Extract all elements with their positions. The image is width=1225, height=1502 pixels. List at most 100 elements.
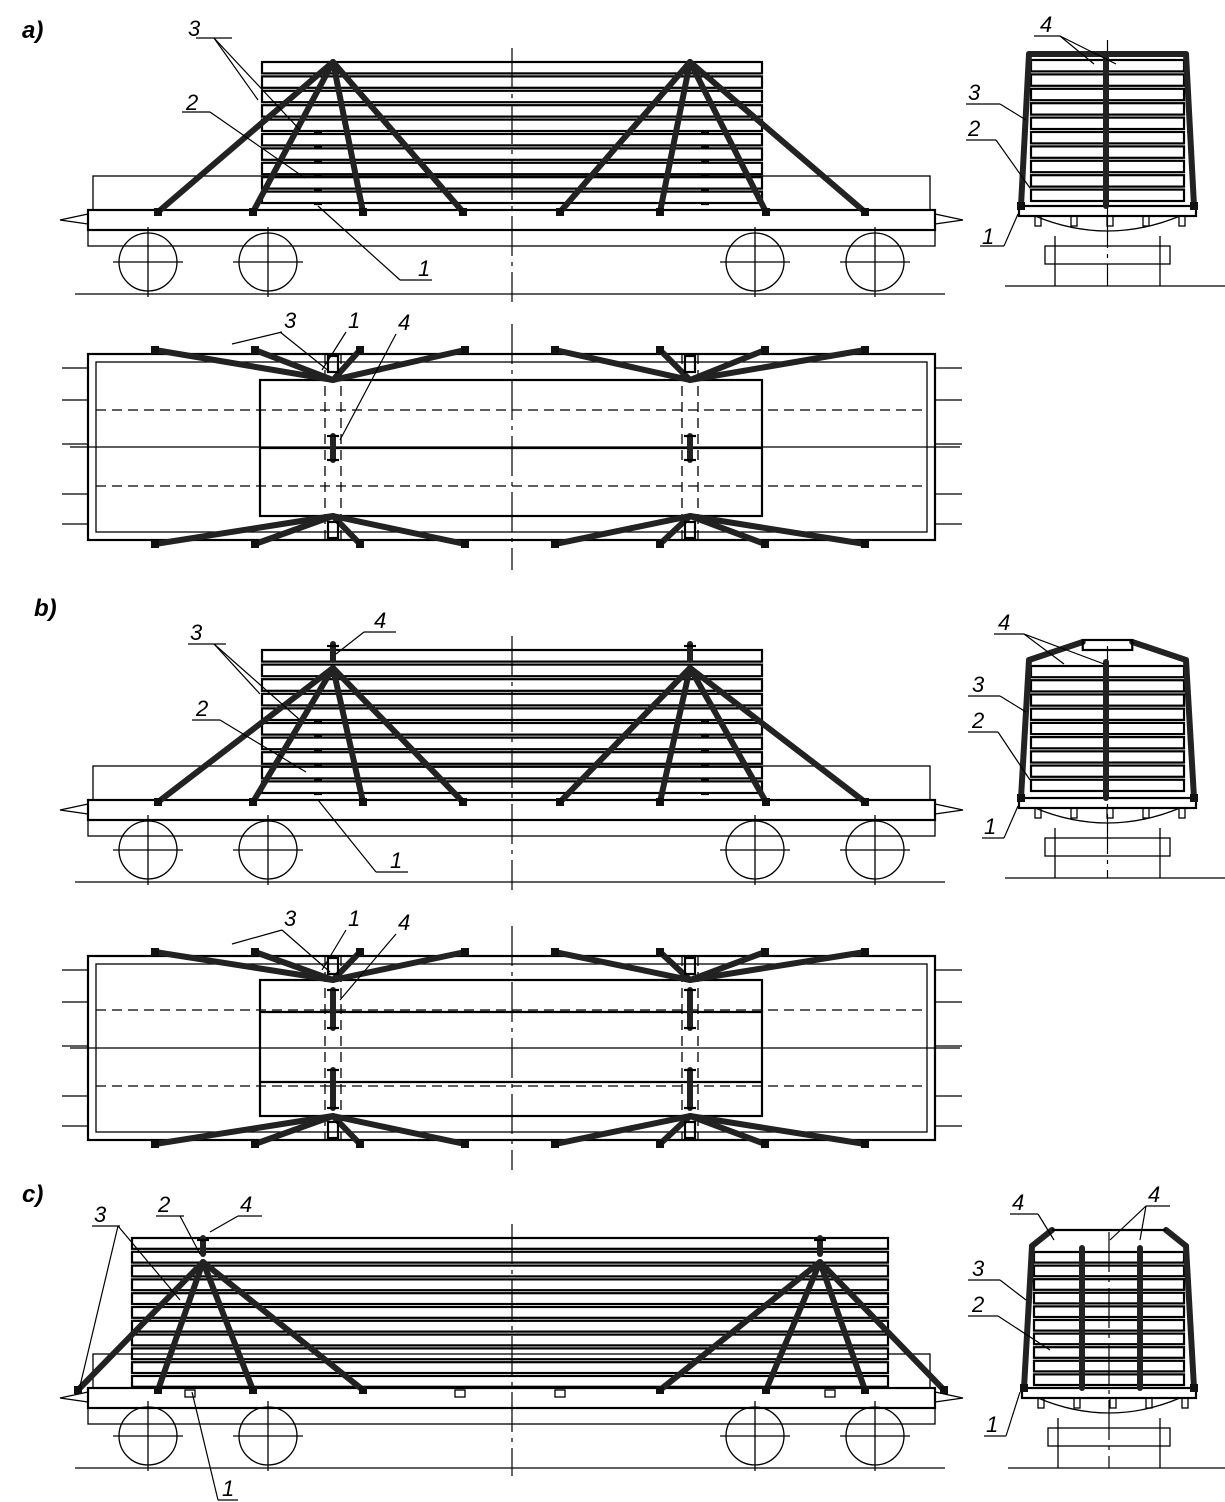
callout-leader (1003, 213, 1019, 247)
panel-b-side-view (59, 636, 964, 890)
callout-a-side-strap: 3 (188, 16, 201, 41)
end-strap-left (1021, 1243, 1035, 1391)
plan-strap (152, 1113, 336, 1147)
end-stud (1034, 215, 1042, 227)
load-layer (260, 678, 764, 692)
end-load-layer (1032, 1346, 1186, 1359)
end-strap-left (1018, 51, 1032, 209)
callout-leader (1023, 633, 1105, 665)
tie-down-strap (687, 59, 769, 215)
callout-leader (999, 1279, 1027, 1301)
plan-stake (251, 540, 259, 548)
load-layer (130, 1333, 890, 1347)
tie-down-strap (657, 1259, 823, 1393)
plan-strap (552, 1113, 693, 1147)
load-layer (130, 1347, 890, 1361)
load-layer (130, 1305, 890, 1319)
callout-leader (995, 139, 1031, 189)
tie-down-strap (687, 665, 769, 805)
end-stud (1109, 1397, 1117, 1409)
end-frame-arc (1037, 1397, 1181, 1414)
plan-strap (330, 949, 468, 983)
plan-stake (151, 540, 159, 548)
tie-down-strap (817, 1259, 868, 1393)
plan-strap (687, 949, 868, 983)
plan-strap (152, 513, 336, 547)
callout-leader (213, 643, 261, 695)
callout-leader (117, 1225, 181, 1301)
callout-leader (335, 631, 365, 655)
plan-stake (151, 346, 159, 354)
anchor-point (154, 798, 162, 806)
end-strap-left (1018, 657, 1032, 801)
anchor-point (861, 1386, 869, 1394)
end-anchor (1020, 1384, 1028, 1392)
plan-stake (861, 948, 869, 956)
plan-strap (252, 1113, 336, 1147)
anchor-point (762, 1386, 770, 1394)
plan-stake (461, 540, 469, 548)
callout-a-side-chock: 1 (418, 256, 430, 281)
tie-down-strap (687, 665, 868, 805)
end-load-layer (1032, 1318, 1186, 1332)
plan-chock (683, 520, 697, 540)
callout-a-end-chock: 1 (982, 224, 994, 249)
callout-leader (213, 37, 259, 101)
load-layer (130, 1236, 890, 1250)
callout-b-end-stake: 2 (971, 708, 984, 733)
plan-stake (761, 540, 769, 548)
end-roof-strap (1026, 639, 1086, 663)
callout-leader (213, 37, 301, 131)
tie-down-strap (250, 665, 336, 805)
panel-a-plan-view (62, 324, 962, 570)
callout-leader (339, 333, 397, 441)
anchor-point (556, 798, 564, 806)
end-stud (1106, 807, 1114, 819)
callout-leader (281, 929, 331, 973)
callout-b-plan-strap: 3 (284, 906, 297, 931)
callout-leader (1005, 1391, 1021, 1437)
load-layer (130, 1292, 890, 1306)
load-layer (130, 1250, 890, 1264)
plan-strap (657, 513, 693, 547)
load-layer (130, 1264, 890, 1278)
plan-stake (861, 1140, 869, 1148)
tie-down-strap (155, 1259, 206, 1393)
callout-leader (321, 331, 347, 371)
anchor-point (249, 208, 257, 216)
plan-strap (687, 347, 868, 383)
callout-b-end-chock: 1 (984, 814, 996, 839)
plan-stake (551, 540, 559, 548)
end-anchor (1190, 1384, 1198, 1392)
end-anchor (1017, 202, 1025, 210)
end-stud (1070, 807, 1078, 819)
plan-strap (330, 1113, 363, 1147)
plan-strap (330, 949, 363, 983)
callout-leader (191, 1391, 219, 1501)
plan-chock (683, 1120, 697, 1140)
end-strap-right (1183, 1243, 1197, 1391)
plan-strap (330, 513, 363, 547)
callout-c-end-chock: 1 (986, 1412, 998, 1437)
plan-stake (356, 346, 364, 354)
end-load-layer (1032, 1359, 1186, 1373)
anchor-point (762, 798, 770, 806)
end-stud (1037, 1397, 1045, 1409)
end-stud (1073, 1397, 1081, 1409)
tie-down-strap (557, 59, 693, 215)
plan-stake (356, 1140, 364, 1148)
plan-chock (683, 956, 697, 976)
panel-label-a: a) (22, 17, 43, 44)
callout-leader (231, 929, 283, 945)
anchor-point (861, 208, 869, 216)
anchor-point (154, 208, 162, 216)
end-strap-right (1183, 51, 1197, 209)
plan-stake (861, 540, 869, 548)
plan-strap (252, 513, 336, 547)
callout-a-side-stake: 2 (185, 90, 198, 115)
callout-leader (1037, 1213, 1055, 1241)
callout-b-side-brace: 4 (374, 608, 386, 633)
end-stud (1145, 1397, 1153, 1409)
anchor-point (154, 1386, 162, 1394)
load-layer (130, 1374, 890, 1388)
